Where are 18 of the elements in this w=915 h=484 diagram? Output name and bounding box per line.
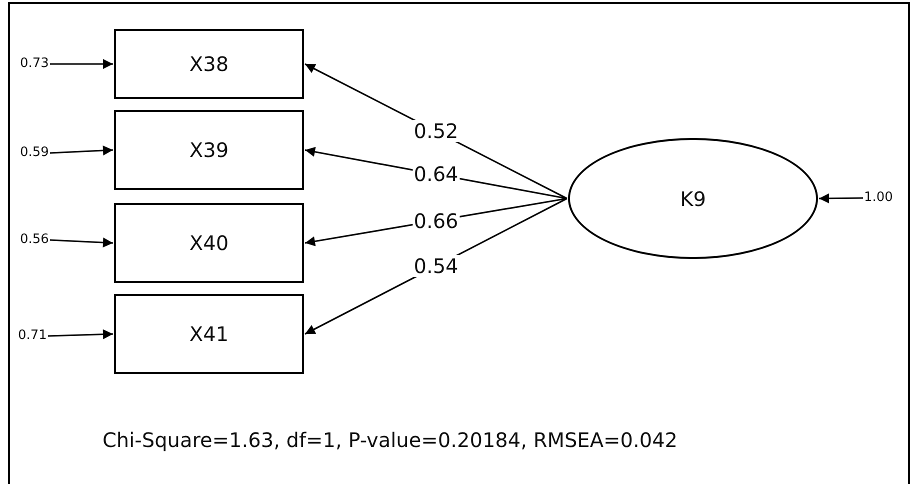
observed-variable-box: X40	[114, 203, 304, 283]
arrow	[819, 193, 863, 204]
arrow	[50, 59, 113, 69]
arrow	[50, 145, 114, 156]
error-value: 0.56	[20, 232, 49, 248]
observed-variable-box: X39	[114, 110, 304, 190]
edge-label: 0.52	[412, 120, 460, 142]
arrow	[48, 329, 114, 340]
latent-variable-ellipse: K9	[568, 138, 818, 259]
observed-variable-box: X38	[114, 29, 304, 99]
edge-label: 0.54	[412, 255, 460, 278]
error-value: 0.59	[20, 145, 49, 161]
fit-statistics-text: Chi-Square=1.63, df=1, P-value=0.20184, RMSEA=0.042	[101, 428, 679, 452]
error-value: 0.73	[20, 56, 49, 72]
observed-variable-box: X41	[114, 294, 304, 374]
error-value: 1.00	[864, 190, 893, 206]
error-value: 0.71	[18, 328, 47, 344]
arrow	[50, 238, 114, 248]
